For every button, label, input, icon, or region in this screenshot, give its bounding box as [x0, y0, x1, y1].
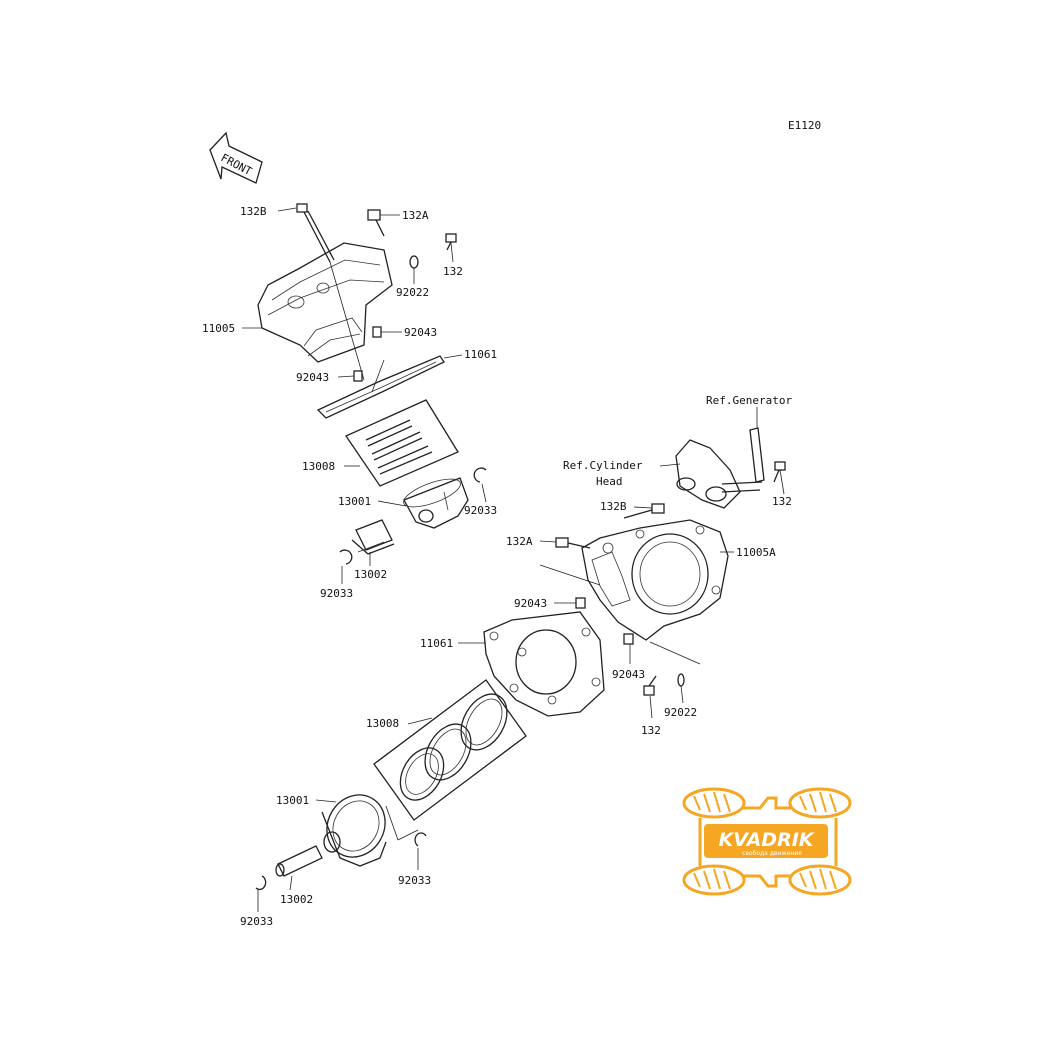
label-132A-lower: 132A — [506, 535, 533, 548]
label-ref-generator: Ref.Generator — [706, 394, 792, 407]
label-132B: 132B — [240, 205, 267, 218]
label-92043-lower-left: 92043 — [514, 597, 547, 610]
label-11061: 11061 — [464, 348, 497, 361]
label-13001: 13001 — [338, 495, 371, 508]
dowel-92043-top-icon — [372, 326, 382, 338]
label-92033-lower-right: 92033 — [398, 874, 431, 887]
washer-92022-lower-icon — [677, 673, 685, 687]
ring-set-13008-icon — [345, 399, 459, 487]
label-13002-lower: 13002 — [280, 893, 313, 906]
label-92033-lower-left: 92033 — [240, 915, 273, 928]
label-92043-lower-right: 92043 — [612, 668, 645, 681]
logo-slogan: свобода движения — [742, 850, 802, 857]
label-132-right: 132 — [772, 495, 792, 508]
label-92043-left: 92043 — [296, 371, 329, 384]
generator-bracket-icon — [721, 427, 765, 493]
bolt-132A-icon — [367, 209, 385, 237]
gasket-11061-lower-icon — [483, 611, 605, 717]
ring-set-13008-lower-icon — [373, 679, 527, 821]
label-11061-lower: 11061 — [420, 637, 453, 650]
label-ref-head: Head — [596, 475, 623, 488]
cylinder-11005-icon — [257, 242, 393, 363]
label-132B-lower: 132B — [600, 500, 627, 513]
bolt-132B-icon — [296, 203, 335, 263]
bolt-132-right-icon — [773, 461, 786, 483]
label-92022-lower: 92022 — [664, 706, 697, 719]
label-13008-lower: 13008 — [366, 717, 399, 730]
label-132-bottom: 132 — [641, 724, 661, 737]
label-13001-lower: 13001 — [276, 794, 309, 807]
gasket-11061-icon — [316, 355, 445, 419]
label-92033-right: 92033 — [464, 504, 497, 517]
piston-13001-lower-icon — [321, 794, 387, 867]
kvadrik-logo: KVADRIK свобода движения — [682, 787, 852, 896]
circlip-92033-right-icon — [473, 467, 487, 483]
label-132A: 132A — [402, 209, 429, 222]
label-132: 132 — [443, 265, 463, 278]
dowel-92043-left-icon — [353, 370, 363, 382]
logo-brand: KVADRIK — [718, 829, 814, 851]
piston-pin-13002-lower-icon — [275, 845, 323, 877]
label-13008: 13008 — [302, 460, 335, 473]
bolt-132-bottom-icon — [643, 675, 657, 696]
label-92022: 92022 — [396, 286, 429, 299]
dowel-92043-lower-left-icon — [575, 597, 586, 609]
label-11005A: 11005A — [736, 546, 776, 559]
upper-cylinder-assembly: 132B 132A 132 92022 11005 92043 11061 92… — [202, 203, 497, 600]
washer-92022-icon — [409, 255, 419, 269]
label-92043-top: 92043 — [404, 326, 437, 339]
lower-cylinder-assembly: Ref.Generator Ref.Cylinder Head 132 132B… — [240, 394, 792, 928]
circlip-92033-left-icon — [339, 549, 353, 565]
cylinder-head-ref-icon — [675, 439, 741, 509]
cylinder-11005A-icon — [581, 519, 729, 641]
label-ref-cylinder: Ref.Cylinder — [563, 459, 643, 472]
circlip-92033-lower-left-icon — [255, 875, 267, 891]
circlip-92033-lower-right-icon — [414, 832, 427, 847]
front-arrow-icon: FRONT — [209, 131, 263, 184]
bolt-132A-lower-icon — [555, 537, 591, 549]
diagram-code: E1120 — [788, 119, 821, 132]
dowel-92043-lower-right-icon — [623, 633, 634, 645]
label-13002: 13002 — [354, 568, 387, 581]
piston-pin-13002-icon — [351, 519, 395, 555]
piston-13001-icon — [403, 477, 469, 529]
label-92033-left: 92033 — [320, 587, 353, 600]
bolt-132-icon — [445, 233, 457, 251]
bolt-132B-lower-icon — [623, 503, 665, 519]
label-11005: 11005 — [202, 322, 235, 335]
